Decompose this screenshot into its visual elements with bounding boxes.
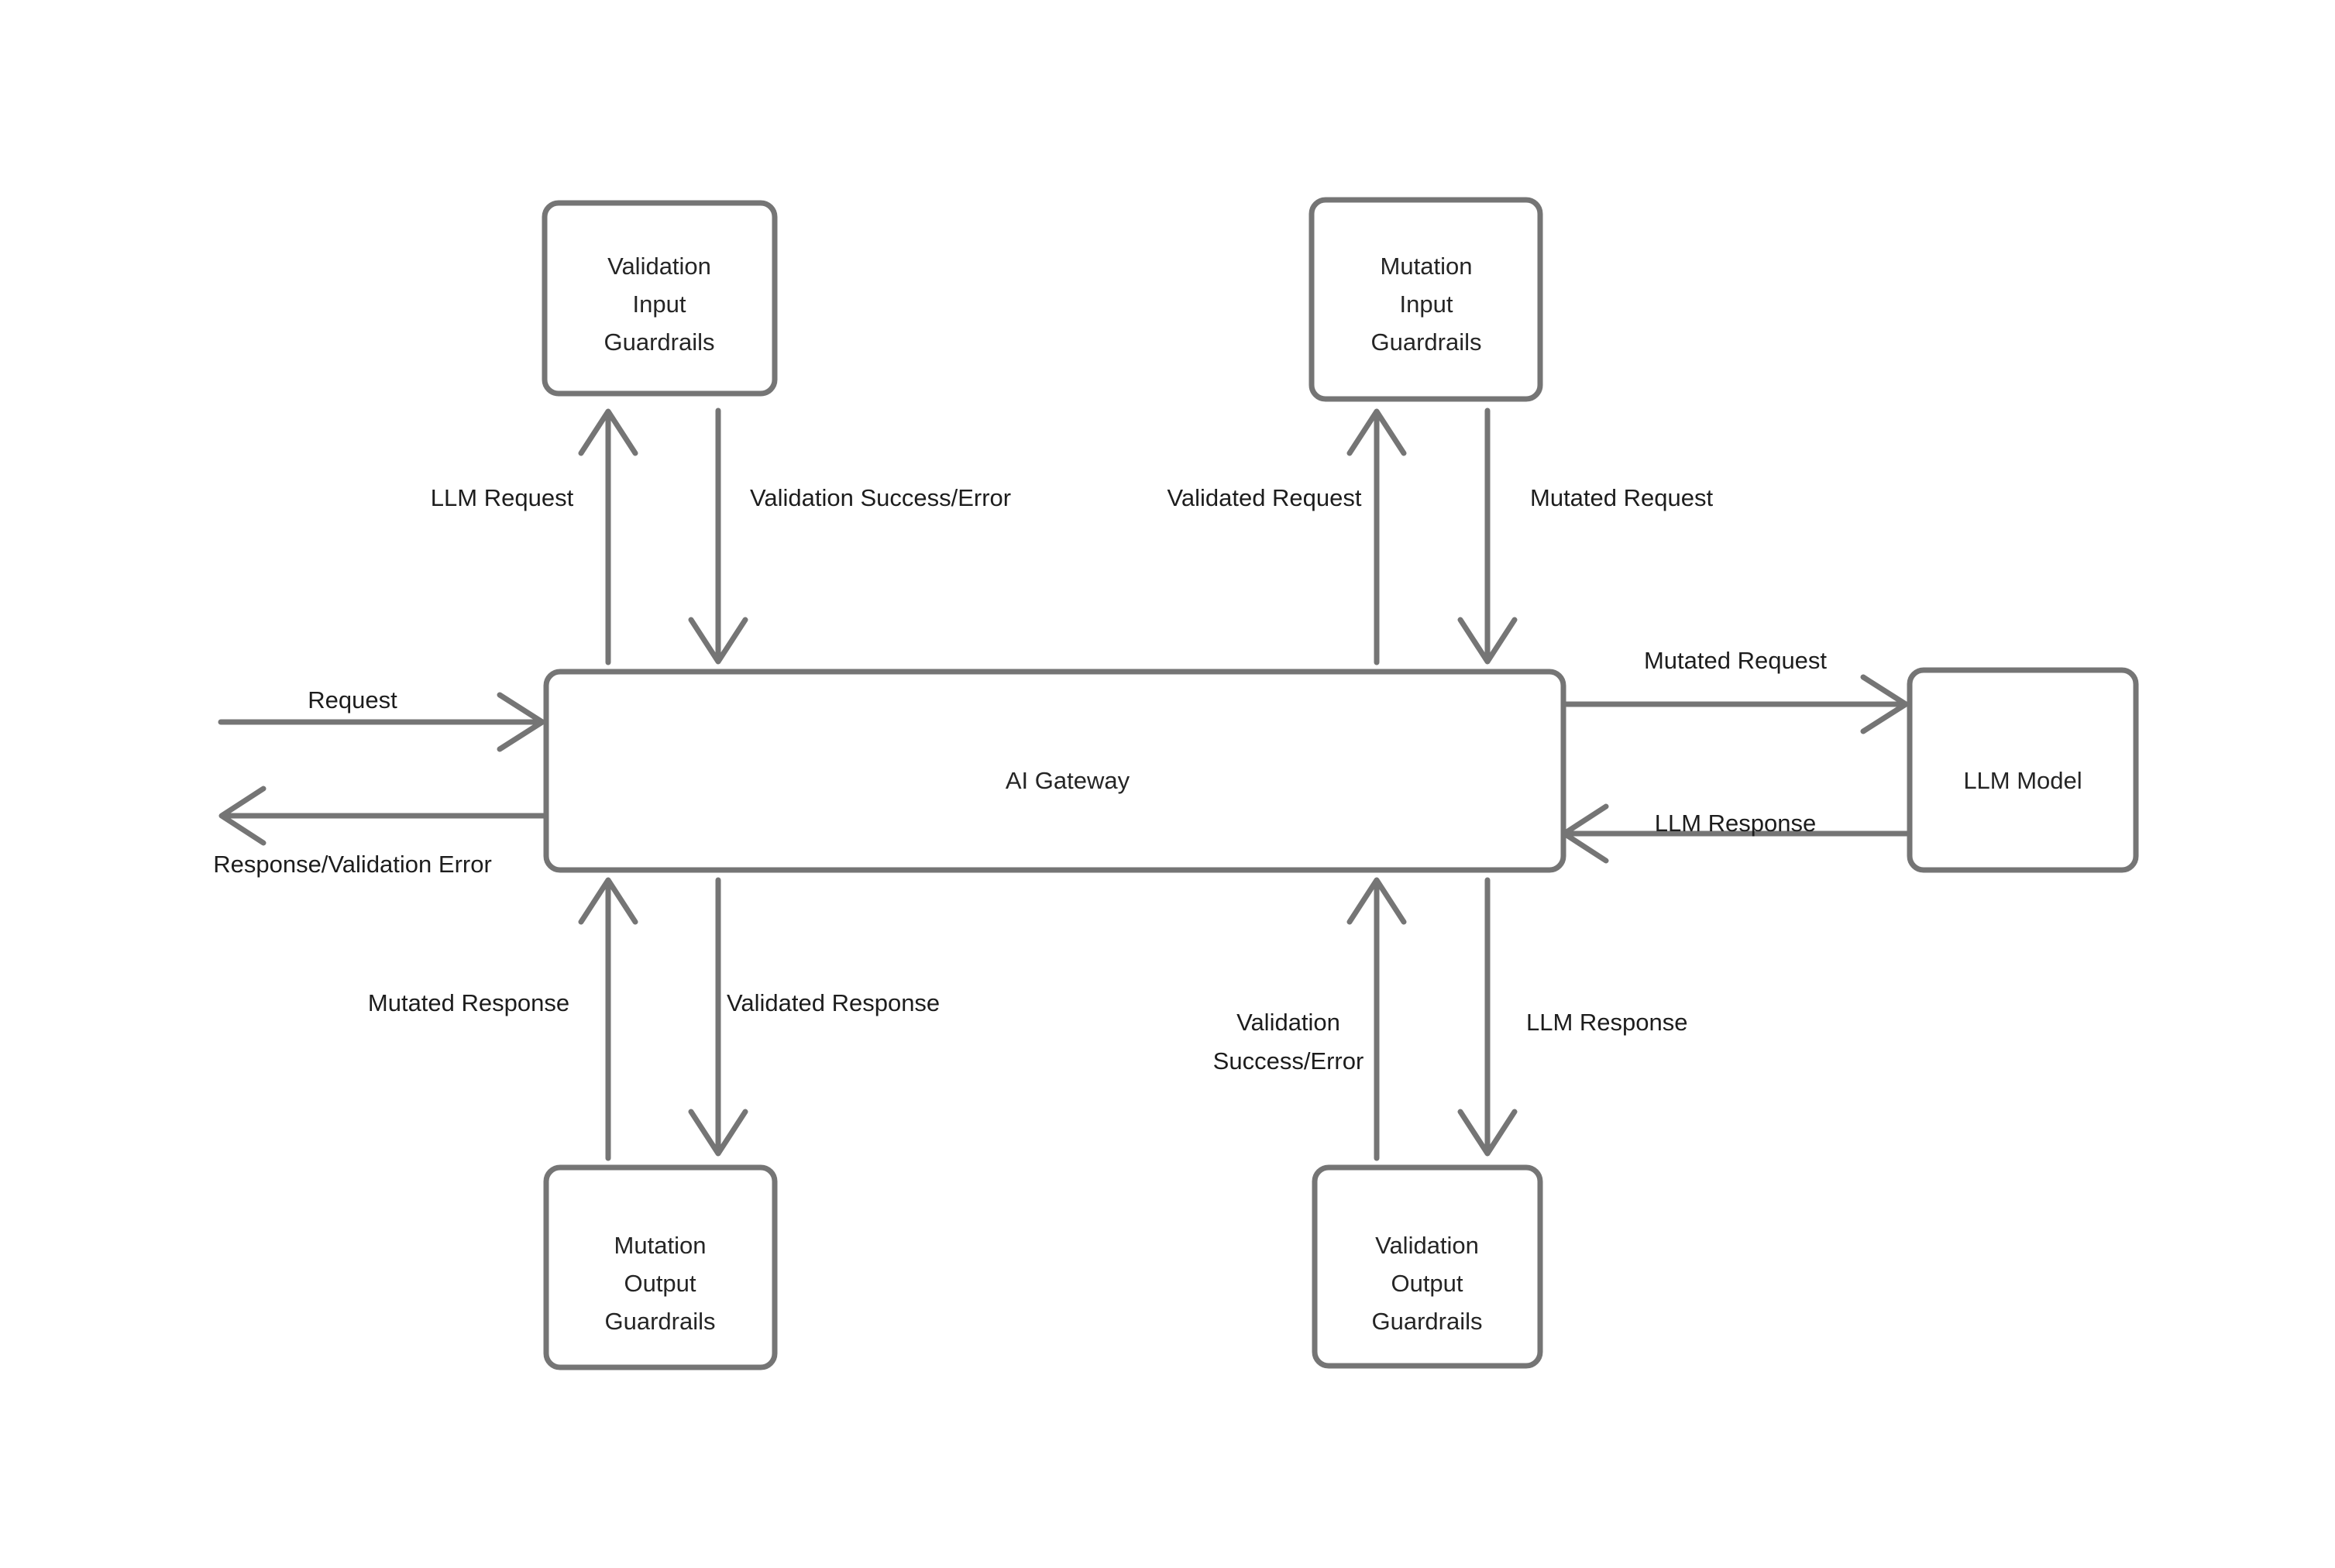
edge-mutated-request-right: Mutated Request (1563, 647, 1909, 734)
node-validation-input-guardrails-line-2: Input (633, 291, 686, 318)
edge-validated-response: Validated Response (688, 877, 940, 1157)
edge-label-validation-success-error-bottom-line1: Validation (1236, 1009, 1340, 1036)
node-validation-input-guardrails-box[interactable] (542, 200, 778, 397)
node-validation-input-guardrails[interactable]: Validation Input Guardrails (542, 200, 778, 397)
node-mutation-output-guardrails[interactable]: Mutation Output Guardrails (543, 1164, 778, 1370)
node-validation-output-guardrails-line-2: Output (1391, 1270, 1463, 1297)
edge-label-llm-request: LLM Request (431, 484, 574, 511)
node-validation-output-guardrails[interactable]: Validation Output Guardrails (1312, 1164, 1543, 1369)
edge-validated-request: Validated Request (1167, 408, 1407, 665)
edge-validation-success-error-bottom: Validation Success/Error (1213, 877, 1407, 1161)
edge-response-validation-error: Response/Validation Error (213, 786, 549, 878)
node-ai-gateway-label: AI Gateway (1006, 767, 1130, 794)
edge-label-validated-request: Validated Request (1167, 484, 1361, 511)
node-mutation-output-guardrails-box[interactable] (543, 1164, 778, 1370)
edge-label-validation-success-error-bottom-line2: Success/Error (1213, 1047, 1364, 1075)
edge-mutated-request-down: Mutated Request (1457, 407, 1713, 665)
edge-label-response-validation-error: Response/Validation Error (213, 851, 492, 878)
edge-label-mutated-response: Mutated Response (368, 989, 569, 1016)
edge-request: Request (218, 686, 545, 752)
edge-llm-response-bottom: LLM Response (1457, 877, 1688, 1157)
node-mutation-output-guardrails-line-1: Mutation (614, 1232, 707, 1259)
node-ai-gateway-box[interactable] (543, 669, 1566, 873)
node-llm-model-label: LLM Model (1963, 767, 2082, 794)
edge-label-mutated-request-down: Mutated Request (1530, 484, 1713, 511)
edge-label-validated-response: Validated Response (727, 989, 940, 1016)
node-mutation-output-guardrails-line-3: Guardrails (605, 1308, 716, 1335)
edge-mutated-response: Mutated Response (368, 877, 638, 1161)
node-mutation-input-guardrails-line-1: Mutation (1381, 253, 1473, 280)
edge-label-mutated-request-right: Mutated Request (1644, 647, 1827, 674)
node-mutation-input-guardrails[interactable]: Mutation Input Guardrails (1308, 197, 1543, 402)
node-mutation-output-guardrails-line-2: Output (624, 1270, 696, 1297)
edge-label-llm-response-bottom: LLM Response (1526, 1009, 1688, 1036)
edge-label-validation-success-error-top: Validation Success/Error (750, 484, 1011, 511)
edge-llm-request: LLM Request (431, 408, 638, 665)
node-validation-input-guardrails-line-1: Validation (607, 253, 711, 280)
edge-llm-response-right: LLM Response (1561, 803, 1910, 864)
node-validation-input-guardrails-line-3: Guardrails (604, 328, 715, 356)
node-validation-output-guardrails-box[interactable] (1312, 1164, 1543, 1369)
node-llm-model-box[interactable] (1907, 667, 2139, 873)
node-mutation-input-guardrails-box[interactable] (1308, 197, 1543, 402)
edge-label-llm-response-right: LLM Response (1655, 810, 1817, 837)
node-llm-model[interactable]: LLM Model (1907, 667, 2139, 873)
node-mutation-input-guardrails-line-3: Guardrails (1371, 328, 1482, 356)
node-ai-gateway[interactable]: AI Gateway (543, 669, 1566, 873)
edge-validation-success-error-top: Validation Success/Error (688, 407, 1011, 665)
node-mutation-input-guardrails-line-2: Input (1400, 291, 1453, 318)
edge-label-request: Request (308, 686, 397, 714)
node-validation-output-guardrails-line-1: Validation (1375, 1232, 1479, 1259)
node-validation-output-guardrails-line-3: Guardrails (1372, 1308, 1483, 1335)
